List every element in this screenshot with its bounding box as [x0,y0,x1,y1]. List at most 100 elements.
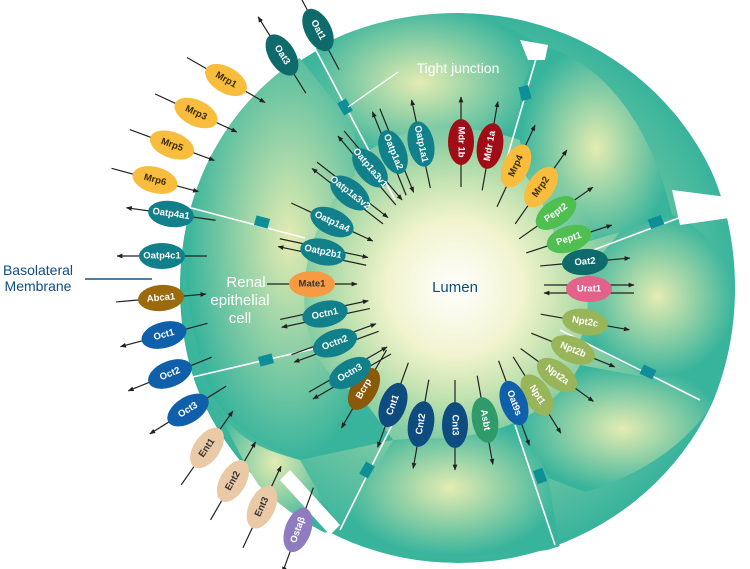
transporter-body [190,427,224,469]
transporter-body [476,123,504,169]
transporter-body [562,308,608,336]
transporter-mrp4[interactable]: Mrp4 [485,120,547,213]
transporter-group: Oat1Oat3Mrp1Mrp3Mrp5Mrp6Oatp4a1Oatp4c1Ab… [108,0,635,569]
transporter-abca1[interactable]: Abca1 [115,281,207,315]
transporter-urat1[interactable]: Urat1 [543,276,635,302]
arrow-tail [398,362,409,388]
transporter-mdr1a[interactable]: Mdr 1a [469,99,510,192]
influx-arrow [127,380,153,392]
transporter-ent1[interactable]: Ent1 [171,404,244,493]
arrow-tail [496,182,509,208]
transporter-body [216,460,250,502]
transporter-oct1[interactable]: Oct1 [117,311,211,359]
transporter-ent3[interactable]: Ent3 [231,461,293,554]
transporter-body [148,200,194,228]
transporter-body [205,63,247,97]
transporter-octn1[interactable]: Octn1 [278,292,371,336]
transporter-mrp1[interactable]: Mrp1 [181,46,272,114]
arrow-tail [526,244,552,254]
transporter-body [283,507,313,553]
cell-lobe [340,420,560,556]
transporter-npt1[interactable]: Npt1 [502,350,572,440]
transporter-oat2[interactable]: Oat2 [539,245,631,279]
efflux-arrow [603,324,630,332]
transporter-oct3[interactable]: Oct3 [143,375,233,445]
efflux-arrow [377,422,388,448]
efflux-arrow [217,410,234,433]
transporter-body [378,130,408,174]
transporter-oatp2b1[interactable]: Oatp2b1 [276,230,369,274]
transporter-body [407,401,435,447]
transporter-label: Urat1 [577,284,602,295]
arrow-tail [303,487,314,513]
efflux-arrow [173,184,200,193]
transporter-label: Oatp4a1 [152,206,191,222]
transporter-oatp4a1[interactable]: Oatp4a1 [125,195,218,233]
transporter-label: Cnt3 [450,414,461,435]
transporter-body [302,300,348,328]
transporter-body [520,374,554,416]
transporter-octn2[interactable]: Octn2 [288,315,381,370]
transporter-oatp1a3v2[interactable]: Oatp1a3v2 [307,155,394,231]
efflux-arrow [603,256,631,261]
transporter-asbt[interactable]: Asbt [464,373,505,466]
arrow-tail [514,202,531,225]
efflux-arrow [242,88,266,104]
transporter-body [300,238,346,266]
transporter-mrp5[interactable]: Mrp5 [125,117,218,172]
transporter-oat1[interactable]: Oat1 [285,0,350,76]
transporter-body [566,276,612,302]
transporter-body [524,166,558,208]
arrow-tail [518,223,541,240]
transporter-oat9s[interactable]: Oat9s [486,356,541,449]
tight-junction-box [257,353,275,367]
efflux-arrow [340,405,356,429]
cell-lobe [580,215,736,378]
transporter-body [148,359,192,389]
arrow-tail [187,356,212,368]
efflux-arrow [269,465,282,491]
arrow-tail [180,463,197,486]
efflux-arrow [411,442,419,469]
transporter-oatp1a1[interactable]: Oatp1a1 [399,97,443,190]
transporter-oat3[interactable]: Oat3 [247,10,317,100]
transporter-mrp6[interactable]: Mrp6 [108,156,202,204]
arrow-tail [116,299,143,303]
transporter-body [378,382,408,428]
transporter-osta[interactable]: Ostaβ [270,483,325,569]
transporter-cnt3[interactable]: Cnt3 [442,380,468,471]
arrow-tail [203,385,227,401]
transporter-pept2[interactable]: Pept2 [512,177,601,250]
transporter-oct2[interactable]: Oct2 [123,345,216,403]
transporter-body [500,144,532,188]
arrow-tail [154,93,180,106]
transporter-cnt2[interactable]: Cnt2 [400,377,441,470]
transporter-octn3[interactable]: Octn3 [305,339,396,407]
transporter-cnt1[interactable]: Cnt1 [365,358,420,451]
transporter-body [246,485,278,529]
transporter-ent2[interactable]: Ent2 [199,436,267,527]
arrow-tail [531,332,556,344]
transporter-label: Cnt2 [414,413,429,436]
transporter-mdr1b[interactable]: Mdr 1b [448,96,474,187]
transporter-npt2c[interactable]: Npt2c [538,301,631,342]
transporter-body [536,357,578,393]
transporter-body [132,166,178,194]
tight-junction-box [359,461,375,479]
transporter-oatp4c1[interactable]: Oatp4c1 [116,243,207,269]
arrow-tail [189,216,216,221]
arrow-tail [512,356,528,380]
transporter-npt2a[interactable]: Npt2a [513,338,601,412]
transporter-npt2b[interactable]: Npt2b [526,321,619,379]
transporter-mrp3[interactable]: Mrp3 [150,82,243,144]
transporter-mate1[interactable]: Mate1 [267,271,358,297]
transporter-pept1[interactable]: Pept1 [522,213,616,266]
tight-junction-label: Tight junction [417,60,500,76]
transporter-label: Abca1 [146,291,176,305]
tight-junction-box [253,215,271,229]
transporter-body [546,224,592,254]
transporter-mrp2[interactable]: Mrp2 [505,143,578,232]
cell-label-line1: Renal [226,274,265,291]
